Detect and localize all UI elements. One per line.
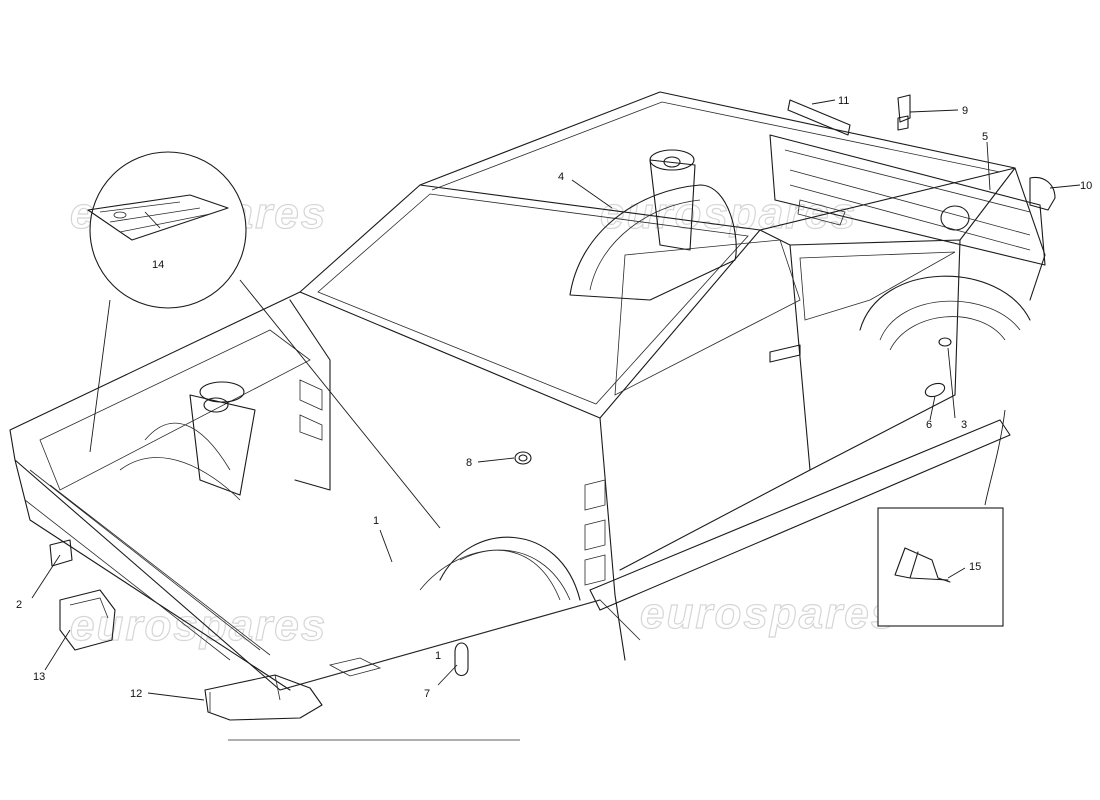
callout-4: 4 xyxy=(558,171,564,183)
watermark-bottom-right: eurospares xyxy=(640,589,897,638)
grommet-part-3 xyxy=(938,337,952,347)
detail-circle xyxy=(89,151,247,309)
front-crossmember xyxy=(39,329,311,491)
front-door-handle xyxy=(769,344,801,363)
front-wheel-arch xyxy=(439,536,581,601)
front-small-parts xyxy=(49,451,532,721)
side-sill xyxy=(589,419,1011,611)
grommet-part-8 xyxy=(514,451,532,465)
car-body-shell xyxy=(9,91,1046,691)
callout-1: 1 xyxy=(373,515,379,527)
callout-10: 10 xyxy=(1080,180,1092,192)
callout-5: 5 xyxy=(982,131,988,143)
detail-inset-14 xyxy=(87,151,441,529)
rear-quarter xyxy=(959,167,1046,301)
rear-wheel-arch xyxy=(859,275,1031,331)
callout-13: 13 xyxy=(33,671,45,683)
front-door-outline xyxy=(619,229,811,571)
rear-bracket-part-11 xyxy=(787,99,851,136)
front-door-window xyxy=(614,239,801,396)
windshield-frame xyxy=(299,184,761,419)
rear-panel-part-5 xyxy=(769,134,1046,266)
front-frame-rails xyxy=(24,469,271,661)
front-bulkhead xyxy=(289,299,331,491)
a-pillar xyxy=(599,417,626,661)
watermark-top-right: eurospares xyxy=(600,189,857,238)
callout-3: 3 xyxy=(961,419,967,431)
detail-inset-15 xyxy=(877,409,1006,627)
watermark-bottom-left: eurospares xyxy=(70,601,327,650)
callout-9: 9 xyxy=(962,105,968,117)
plug-part-6 xyxy=(924,382,946,398)
callout-6: 6 xyxy=(926,419,932,431)
callout-14: 14 xyxy=(152,259,164,271)
callout-7: 7 xyxy=(424,688,430,700)
callout-12: 12 xyxy=(130,688,142,700)
callout-2: 2 xyxy=(16,599,22,611)
rear-wheelhouse-part-4 xyxy=(569,184,737,301)
callout-labels: 1 1 2 3 4 5 6 7 8 9 10 11 12 13 14 15 xyxy=(16,95,1092,700)
callout-15: 15 xyxy=(969,561,981,573)
callout-1-secondary: 1 xyxy=(435,650,441,662)
front-chassis-rail xyxy=(14,459,291,691)
plug-part-7 xyxy=(454,642,469,677)
front-strut-top xyxy=(199,381,245,403)
heat-shield-part-14 xyxy=(87,194,229,241)
clip-part-9 xyxy=(897,94,911,123)
corner-piece-part-10 xyxy=(1029,176,1056,211)
rear-door-outline xyxy=(789,239,961,471)
callout-8: 8 xyxy=(466,457,472,469)
a-pillar-openings xyxy=(584,479,606,586)
front-bracket-part-13 xyxy=(59,589,116,651)
windshield-glass xyxy=(317,193,749,405)
front-wheelhouse-inner xyxy=(119,422,241,501)
callout-11: 11 xyxy=(838,95,849,107)
detail-box xyxy=(877,507,1004,627)
front-member-part-12 xyxy=(204,674,323,721)
leader-lines xyxy=(31,99,1081,701)
bracket-part-2 xyxy=(49,539,73,567)
rear-components xyxy=(569,94,1056,398)
rear-door-window xyxy=(799,251,956,321)
front-strut-tower xyxy=(189,394,256,496)
